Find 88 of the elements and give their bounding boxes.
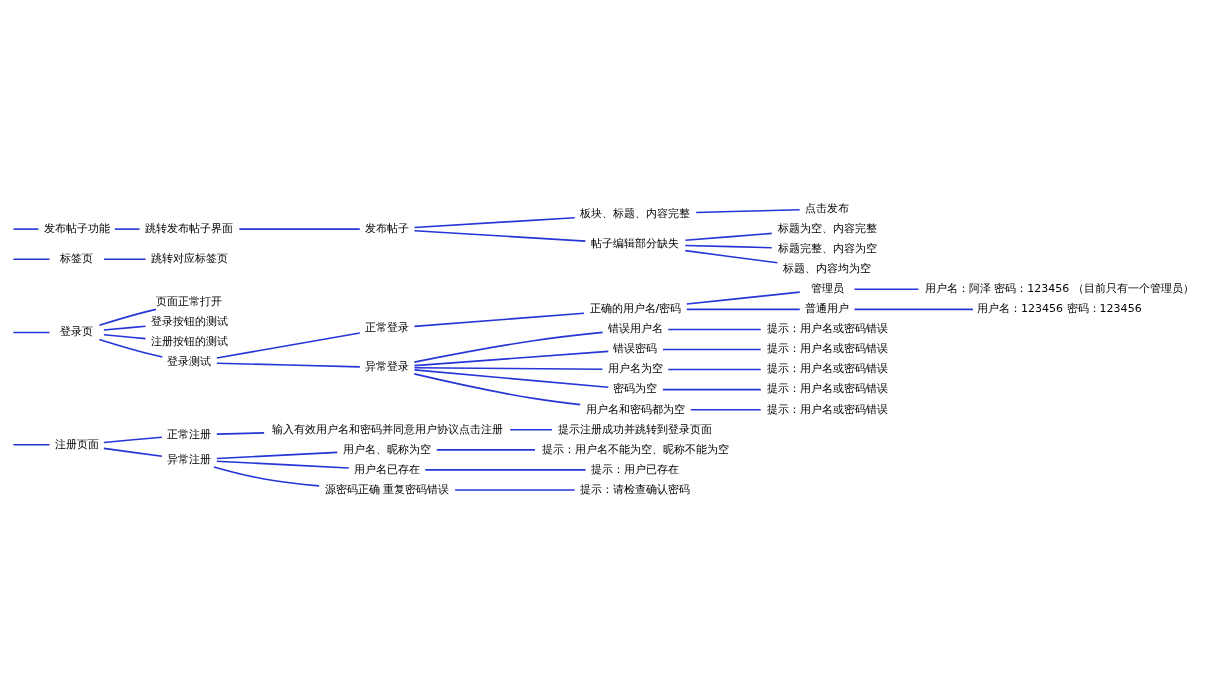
node-text: 登录页 [60,325,94,339]
node-text: 管理员 [810,282,844,296]
node-text: 标题为空、内容完整 [777,221,877,235]
node-text: 异常注册 [167,452,212,466]
node-text: 点击发布 [805,201,850,215]
node-text: 用户名已存在 [354,462,421,476]
node-text: 帖子编辑部分缺失 [591,236,680,250]
connector [690,408,762,411]
connector [216,362,361,368]
node-text: 提示：用户已存在 [591,462,680,476]
node-text: 错误密码 [613,342,658,356]
connector [413,216,576,229]
node-text: 异常登录 [365,360,410,374]
node-text: 提示：请检查确认密码 [580,482,691,496]
node-text: 提示：用户名或密码错误 [766,342,888,356]
connector [413,312,585,328]
connector [103,325,147,331]
node-text: 用户名和密码都为空 [585,402,685,416]
connector [216,332,361,359]
connector [413,331,604,363]
node-text: 正确的用户名/密码 [589,302,682,316]
node-text: 提示：用户名不能为空、昵称不能为空 [541,442,729,456]
node-text: 正常注册 [167,427,212,441]
node-text: 用户名、昵称为空 [343,442,432,456]
node-text: 用户名：123456 密码：123456 [977,302,1142,316]
node-text: 板块、标题、内容完整 [580,206,691,220]
node-text: 正常登录 [365,321,410,335]
node-text: 登录按钮的测试 [150,315,228,329]
node-text: 跳转发布帖子界面 [145,221,234,235]
node-text: 提示注册成功并跳转到登录页面 [558,422,713,436]
connector [12,228,40,230]
connector [413,229,587,242]
node-text: 注册页面 [54,437,99,451]
connector [436,449,536,451]
node-text: 页面正常打开 [156,295,223,309]
connector [685,308,801,311]
connector [103,334,147,340]
connector [12,444,51,446]
connector [216,460,350,469]
connector [853,308,974,311]
connector [103,447,163,458]
connector [454,489,576,491]
connector [216,432,265,435]
connector [662,388,762,391]
connector [853,288,920,291]
connector [509,428,553,431]
node-text: 标题、内容均为空 [783,262,872,276]
connector [103,258,147,260]
node-text: 跳转对应标签页 [150,252,228,266]
node-text: 登录测试 [167,355,212,369]
node-text: 提示：用户名或密码错误 [766,402,888,416]
node-text: 发布帖子功能 [43,221,110,235]
node-text: 输入有效用户名和密码并同意用户协议点击注册 [271,422,503,436]
connector [413,373,581,406]
node-text: 提示：用户名或密码错误 [766,362,888,376]
connector [685,291,801,305]
node-text: 用户名为空 [607,362,663,376]
node-text: 普通用户 [805,302,850,316]
connector [98,338,164,358]
connector [103,436,163,444]
connector [216,451,339,460]
node-text: 错误用户名 [607,322,663,336]
node-text: 注册按钮的测试 [150,335,228,349]
node-text: 标题完整、内容为空 [777,241,877,255]
node-text: 发布帖子 [365,221,410,235]
connector [413,350,610,367]
connector [413,369,610,389]
connector [684,232,773,242]
connector [684,244,773,249]
connector [213,466,320,487]
connector [413,366,604,371]
connector [662,348,762,351]
node-text: 密码为空 [613,382,658,396]
connector [684,249,779,264]
connector [238,228,361,230]
node-text: 标签页 [60,252,94,266]
connector [12,331,51,334]
node-text: 用户名：阿泽 密码：123456 （目前只有一个管理员） [924,282,1194,296]
connector [667,368,762,371]
node-text: 提示：用户名或密码错误 [766,382,888,396]
connector [424,469,587,471]
node-text: 源密码正确 重复密码错误 [324,482,450,496]
connector [12,258,51,260]
node-text: 提示：用户名或密码错误 [766,322,888,336]
connector [114,228,141,230]
connector [667,328,762,331]
connector [695,208,801,214]
connector [98,308,157,327]
